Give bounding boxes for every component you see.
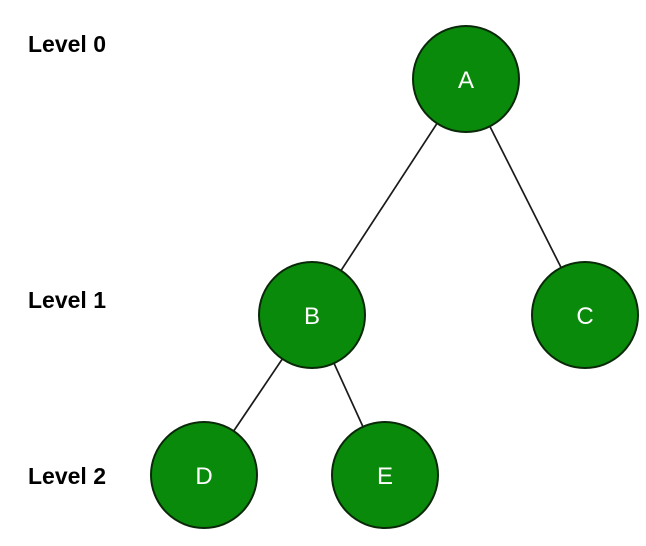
tree-node-E bbox=[331, 421, 439, 529]
level-label-0: Level 0 bbox=[28, 31, 106, 57]
tree-node-A bbox=[412, 25, 520, 133]
level-label-2: Level 2 bbox=[28, 463, 106, 489]
node-label-D: D bbox=[195, 463, 212, 490]
node-label-E: E bbox=[377, 463, 393, 490]
tree-node-D bbox=[150, 421, 258, 529]
tree-node-C bbox=[531, 261, 639, 369]
node-label-C: C bbox=[576, 303, 593, 330]
tree-node-B bbox=[258, 261, 366, 369]
node-label-A: A bbox=[458, 67, 474, 94]
level-label-1: Level 1 bbox=[28, 287, 106, 313]
node-label-B: B bbox=[304, 303, 320, 330]
